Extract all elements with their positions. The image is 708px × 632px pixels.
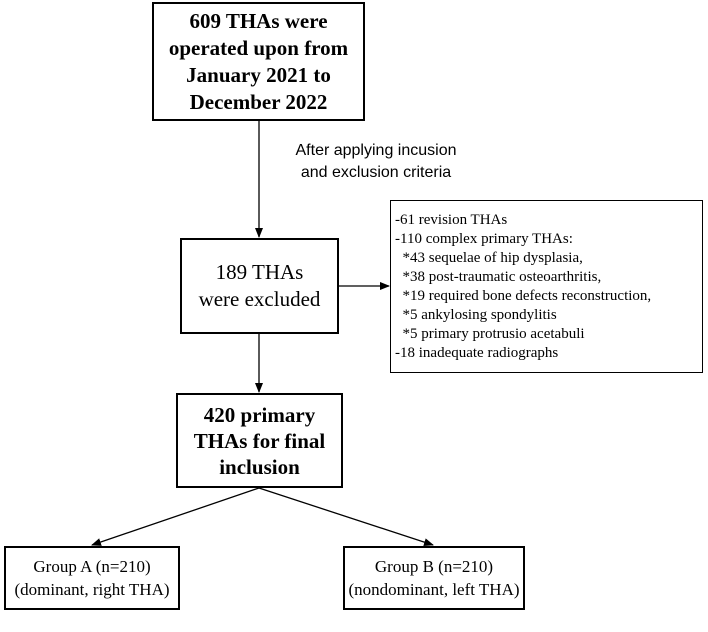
group-a-box: Group A (n=210) (dominant, right THA) — [4, 546, 180, 610]
exclusion-reason-item: *5 ankylosing spondylitis — [395, 306, 557, 323]
criteria-annotation-line: After applying incusion — [295, 142, 457, 159]
exclusion-reason-item: *19 required bone defects reconstruction… — [395, 287, 652, 304]
group-b-box: Group B (n=210) (nondominant, left THA) — [343, 546, 525, 610]
group-a-line: (dominant, right THA) — [14, 580, 170, 599]
total-thas-line: 609 THAs were — [189, 8, 328, 33]
excluded-thas-line: were excluded — [198, 287, 321, 311]
arrow-included-to-group-b — [258, 487, 434, 546]
group-b-line: Group B (n=210) — [374, 557, 494, 576]
exclusion-reason-item: -18 inadequate radiographs — [395, 344, 559, 361]
included-thas-line: THAs for final — [193, 428, 326, 453]
exclusion-reason-item: -61 revision THAs — [395, 211, 508, 228]
exclusion-reason-item: -110 complex primary THAs: — [395, 230, 573, 247]
arrow-included-to-group-a — [91, 487, 260, 546]
included-thas-box: 420 primary THAs for final inclusion — [176, 393, 343, 488]
excluded-thas-line: 189 THAs — [215, 260, 304, 284]
total-thas-line: operated upon from — [168, 35, 349, 60]
exclusion-reason-item: *43 sequelae of hip dysplasia, — [395, 249, 583, 266]
group-a-line: Group A (n=210) — [33, 557, 151, 576]
criteria-annotation: After applying incusion and exclusion cr… — [278, 140, 474, 184]
total-thas-line: December 2022 — [189, 89, 328, 114]
exclusion-reason-item: *38 post-traumatic osteoarthritis, — [395, 268, 602, 285]
total-thas-box: 609 THAs were operated upon from January… — [152, 2, 365, 121]
included-thas-line: 420 primary — [203, 402, 316, 427]
exclusion-reason-item: *5 primary protrusio acetabuli — [395, 325, 585, 342]
total-thas-line: January 2021 to — [186, 62, 331, 87]
group-b-line: (nondominant, left THA) — [348, 580, 520, 599]
included-thas-line: inclusion — [219, 454, 300, 479]
exclusion-reasons-box: -61 revision THAs -110 complex primary T… — [390, 200, 703, 373]
excluded-thas-box: 189 THAs were excluded — [180, 238, 339, 334]
criteria-annotation-line: and exclusion criteria — [300, 164, 452, 181]
